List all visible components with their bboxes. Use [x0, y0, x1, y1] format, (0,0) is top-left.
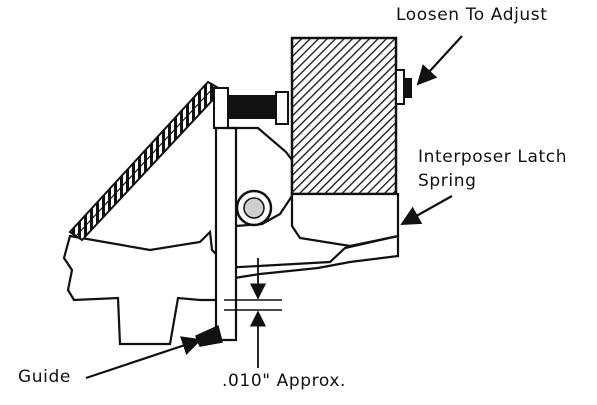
interposer-lever [214, 126, 238, 342]
gap-approx-label: .010" Approx. [222, 371, 347, 391]
pivot-stud [235, 189, 273, 227]
latch-block [290, 36, 398, 196]
base-casting [62, 229, 400, 346]
loosen-to-adjust-label: Loosen To Adjust [396, 5, 548, 25]
loosen-leader [416, 35, 463, 86]
latch-spring [68, 80, 224, 242]
guide-label: Guide [18, 367, 71, 387]
interposer-latch-label: Interposer Latch [418, 147, 568, 167]
roller [227, 95, 281, 119]
spring-label: Spring [418, 171, 477, 191]
guide-leader [85, 336, 202, 380]
latch-spring-leader [400, 195, 453, 225]
block-support [290, 192, 400, 248]
roller-bracket [213, 87, 229, 129]
clearance-dimension [224, 258, 282, 368]
roller-bracket-right [275, 91, 289, 125]
guide-part [195, 324, 223, 347]
adjusting-screw [395, 69, 412, 105]
